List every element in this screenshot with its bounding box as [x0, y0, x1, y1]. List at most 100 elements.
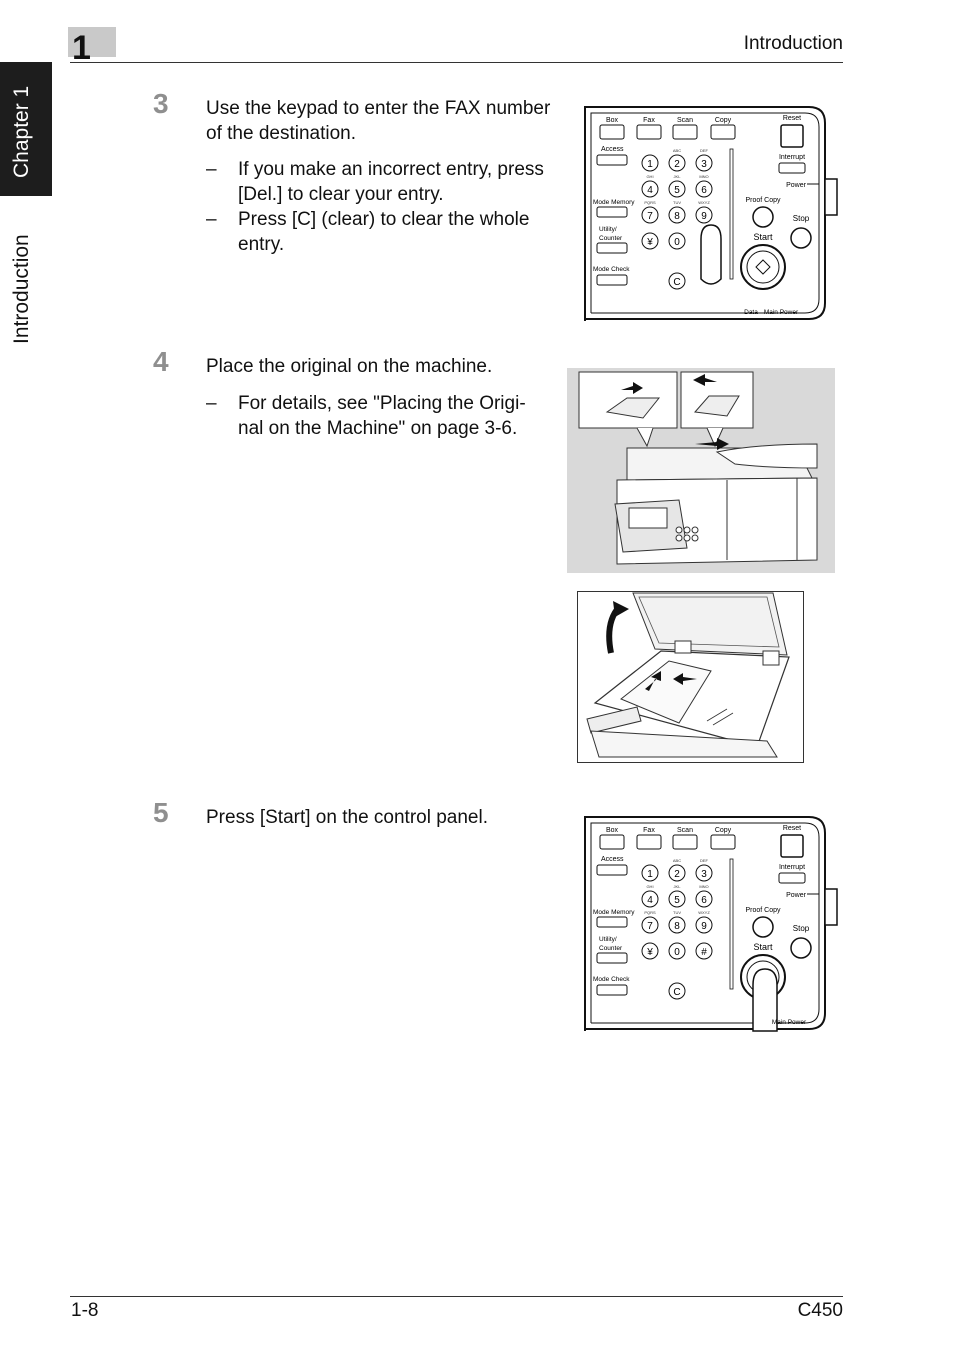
copy-label: Copy — [715, 117, 732, 124]
svg-text:Box: Box — [606, 827, 619, 834]
finger-pressing-start — [752, 968, 778, 1032]
svg-text:Fax: Fax — [643, 827, 655, 834]
stop-label: Stop — [793, 214, 810, 223]
svg-text:ABC: ABC — [673, 858, 681, 863]
svg-text:5: 5 — [674, 895, 680, 906]
running-header-title: Introduction — [743, 33, 843, 54]
step-number-3: 3 — [153, 88, 169, 119]
interrupt-label: Interrupt — [779, 154, 805, 161]
step-5-text: Press [Start] on the control panel. — [206, 805, 488, 830]
utility-label: Utility/ — [599, 226, 617, 233]
fax-label: Fax — [643, 117, 655, 124]
svg-text:C: C — [673, 987, 680, 998]
svg-text:GHI: GHI — [646, 174, 653, 179]
svg-text:8: 8 — [674, 211, 680, 222]
side-tab-section-label: Introduction — [10, 234, 33, 344]
svg-text:Reset: Reset — [783, 825, 801, 832]
chapter-number-box — [68, 27, 116, 57]
power-label: Power — [786, 182, 807, 189]
step-3-bullets: – If you make an incorrect entry, press … — [206, 157, 544, 257]
step-4-bullets: – For details, see "Placing the Origi- n… — [206, 391, 526, 441]
svg-text:Mode Memory: Mode Memory — [593, 909, 635, 916]
bullet-item: – If you make an incorrect entry, press … — [206, 159, 544, 205]
svg-text:PQRS: PQRS — [644, 910, 656, 915]
step-number-4: 4 — [153, 346, 169, 377]
svg-text:1: 1 — [647, 869, 653, 880]
bullet-line: nal on the Machine" on page 3-6. — [238, 418, 518, 439]
svg-text:2: 2 — [674, 869, 680, 880]
bullet-line: [Del.] to clear your entry. — [238, 184, 444, 205]
svg-text:JKL: JKL — [674, 884, 682, 889]
access-label: Access — [601, 146, 624, 153]
svg-text:Main Power: Main Power — [772, 1019, 807, 1026]
scan-label: Scan — [677, 117, 693, 124]
svg-text:¥: ¥ — [646, 237, 653, 248]
step-3-text-line1: Use the keypad to enter the FAX number — [206, 98, 551, 119]
svg-text:DEF: DEF — [700, 858, 709, 863]
svg-text:2: 2 — [674, 159, 680, 170]
svg-text:9: 9 — [701, 211, 707, 222]
data-label: Data — [744, 309, 758, 316]
svg-text:Access: Access — [601, 856, 624, 863]
svg-text:Counter: Counter — [599, 945, 623, 952]
svg-text:4: 4 — [647, 185, 653, 196]
mode-check-label: Mode Check — [593, 266, 630, 273]
svg-text:DEF: DEF — [700, 148, 709, 153]
svg-text:1: 1 — [647, 159, 653, 170]
svg-text:C: C — [673, 277, 680, 288]
svg-text:Copy: Copy — [715, 827, 732, 834]
page-number: 1-8 — [71, 1300, 99, 1321]
step-5-text-line1: Press [Start] on the control panel. — [206, 807, 488, 828]
svg-text:#: # — [701, 947, 707, 958]
chapter-number: 1 — [72, 29, 91, 67]
side-tab-chapter-label: Chapter 1 — [10, 85, 33, 178]
step-4-text: Place the original on the machine. — [206, 354, 492, 379]
svg-text:TUV: TUV — [673, 910, 681, 915]
svg-text:Start: Start — [753, 942, 773, 952]
svg-text:Power: Power — [786, 892, 807, 899]
header-rule — [70, 62, 843, 63]
step-number-5: 5 — [153, 797, 169, 828]
platen-placement-figure — [577, 591, 804, 763]
bullet-line: Press [C] (clear) to clear the whole — [238, 209, 530, 230]
finger-pressing-key — [700, 224, 722, 285]
adf-placement-figure — [567, 368, 835, 573]
svg-text:JKL: JKL — [674, 174, 682, 179]
svg-text:0: 0 — [674, 237, 680, 248]
svg-text:Scan: Scan — [677, 827, 693, 834]
svg-text:0: 0 — [674, 947, 680, 958]
svg-text:¥: ¥ — [646, 947, 653, 958]
svg-text:MNO: MNO — [699, 174, 708, 179]
box-label: Box — [606, 117, 619, 124]
svg-text:5: 5 — [674, 185, 680, 196]
control-panel-figure-start: Box Fax Scan Copy Access Mode Memory Uti… — [583, 813, 843, 1035]
main-power-label: Main Power — [764, 309, 799, 316]
svg-text:Utility/: Utility/ — [599, 936, 617, 943]
step-3-text-line2: of the destination. — [206, 123, 356, 144]
mode-memory-label: Mode Memory — [593, 199, 635, 206]
svg-text:9: 9 — [701, 921, 707, 932]
bullet-line: entry. — [238, 234, 285, 255]
svg-text:6: 6 — [701, 185, 707, 196]
svg-text:TUV: TUV — [673, 200, 681, 205]
bullet-line: For details, see "Placing the Origi- — [238, 393, 526, 414]
mode-keys: Box Fax Scan Copy — [599, 117, 736, 140]
svg-text:8: 8 — [674, 921, 680, 932]
svg-text:Interrupt: Interrupt — [779, 864, 805, 871]
svg-text:MNO: MNO — [699, 884, 708, 889]
model-name: C450 — [797, 1300, 843, 1321]
control-panel-figure-keypad: Box Fax Scan Copy Access Mode Memory Uti… — [583, 103, 843, 325]
svg-text:Stop: Stop — [793, 924, 810, 933]
svg-text:WXYZ: WXYZ — [698, 910, 710, 915]
reset-label: Reset — [783, 115, 801, 122]
svg-text:3: 3 — [701, 869, 707, 880]
svg-text:Proof Copy: Proof Copy — [745, 907, 781, 914]
svg-text:ABC: ABC — [673, 148, 681, 153]
svg-text:3: 3 — [701, 159, 707, 170]
svg-text:7: 7 — [647, 921, 653, 932]
start-label: Start — [753, 232, 773, 242]
svg-text:PQRS: PQRS — [644, 200, 656, 205]
svg-text:Mode Check: Mode Check — [593, 976, 630, 983]
footer-rule — [70, 1296, 843, 1297]
side-tab-chapter: Chapter 1 — [0, 62, 52, 196]
